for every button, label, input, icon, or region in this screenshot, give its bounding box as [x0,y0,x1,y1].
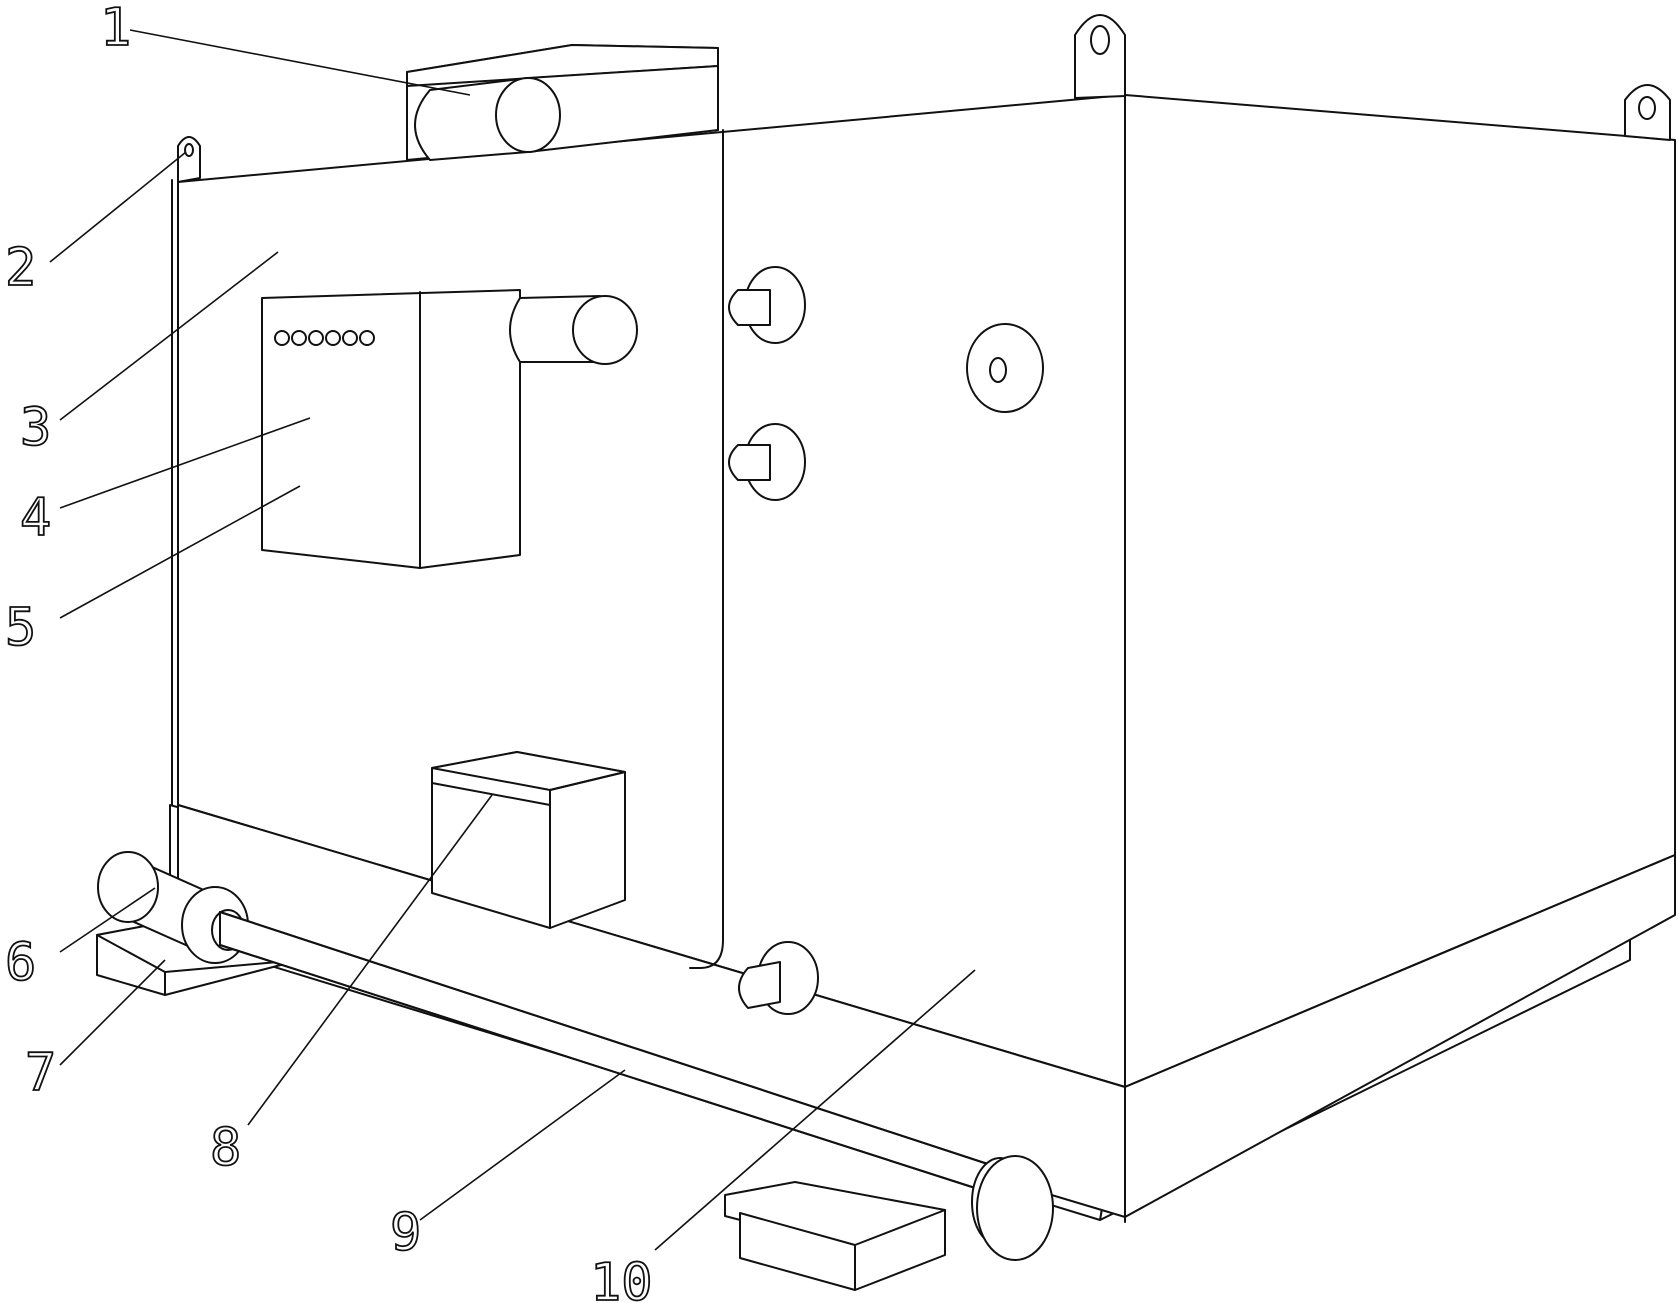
leader-3 [59,251,279,421]
leader-1 [129,29,471,96]
leader-8 [247,794,493,1126]
leader-9 [419,1069,626,1221]
leader-10 [654,969,976,1251]
callout-3: 3 [20,398,51,458]
callout-7: 7 [25,1043,56,1103]
nozzle-middle [728,423,806,501]
nozzle-upper [728,266,806,344]
callout-1: 1 [100,0,131,58]
callout-10: 10 [590,1253,653,1303]
support-foot [724,1181,946,1291]
callout-4: 4 [20,488,51,548]
drive-motor [97,851,249,964]
control-box [261,289,521,569]
cabinet-body [171,94,1676,1218]
top-motor [406,44,719,161]
leader-5 [59,485,301,619]
indicator-lights [274,330,375,346]
leader-7 [59,959,166,1066]
leader-6 [59,887,156,953]
nozzle-lower [738,941,819,1015]
end-flange [971,1155,1054,1261]
round-port [966,323,1044,413]
callout-2: 2 [5,238,36,298]
outlet-pipe-upper [509,295,638,365]
leader-lines [49,29,976,1251]
callout-8: 8 [210,1118,241,1178]
callout-numbers: 1 2 3 4 5 6 7 8 9 10 [4,0,653,1303]
lifting-lug-right [1624,84,1671,141]
callout-5: 5 [5,598,36,658]
leader-4 [59,417,311,509]
lifting-lug-top [1074,14,1126,99]
lifting-lug-left [177,136,201,183]
feed-hopper [431,751,626,929]
callout-9: 9 [390,1203,421,1263]
callout-6: 6 [5,933,36,993]
leader-2 [49,151,187,263]
